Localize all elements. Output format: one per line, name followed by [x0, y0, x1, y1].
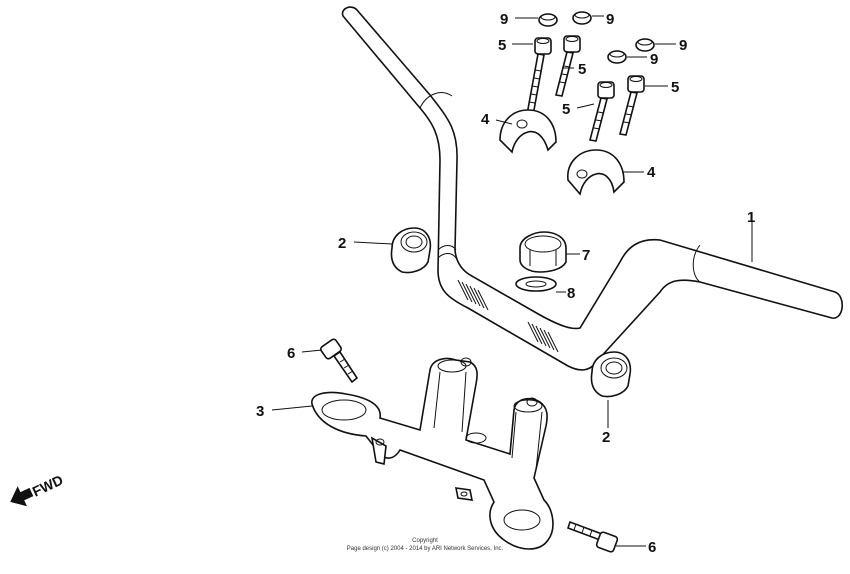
callout-8: 8: [567, 285, 575, 302]
callout-2-a: 2: [338, 235, 346, 252]
bolt-cap-1[interactable]: [538, 13, 558, 27]
callout-9-a: 9: [500, 11, 508, 28]
callout-5-b: 5: [578, 61, 586, 78]
bolt-cap-4[interactable]: [607, 50, 627, 64]
pinch-bolt-lower[interactable]: [566, 520, 619, 553]
callout-5-a: 5: [498, 37, 506, 54]
stem-washer[interactable]: [515, 276, 557, 292]
upper-holder-2[interactable]: [567, 149, 625, 196]
callout-4-b: 4: [647, 164, 656, 181]
stem-nut[interactable]: [519, 231, 567, 273]
fwd-label: FWD: [30, 472, 66, 500]
callout-1: 1: [747, 209, 755, 226]
fwd-indicator: FWD: [10, 472, 66, 507]
bolt-cap-2[interactable]: [572, 11, 592, 25]
callout-4-a: 4: [481, 111, 490, 128]
callout-9-d: 9: [650, 51, 658, 68]
callout-6-a: 6: [287, 345, 295, 362]
copyright-line-1: Copyright: [412, 538, 438, 544]
socket-bolt-3[interactable]: [589, 81, 615, 142]
knurl-zone-left: [457, 279, 489, 311]
callout-2-b: 2: [602, 429, 610, 446]
callout-5-c: 5: [562, 101, 570, 118]
callout-5-d: 5: [671, 79, 679, 96]
callout-labels: 9 9 9 9 5 5 5 5 4 4 1 2 2 7 8 6 6 3: [256, 11, 755, 556]
bolt-cap-3[interactable]: [635, 38, 655, 52]
callout-3: 3: [256, 403, 264, 420]
callout-9-b: 9: [606, 11, 614, 28]
socket-bolt-1[interactable]: [525, 37, 552, 122]
rubber-bushing-right[interactable]: [590, 351, 632, 398]
callout-6-b: 6: [648, 539, 656, 556]
knurl-zone-right: [527, 321, 559, 353]
callout-9-c: 9: [679, 37, 687, 54]
socket-bolt-2[interactable]: [555, 35, 581, 97]
rubber-bushing-left[interactable]: [390, 227, 432, 274]
handlebar[interactable]: [341, 6, 843, 371]
socket-bolt-4[interactable]: [619, 75, 645, 136]
pinch-bolt-upper[interactable]: [319, 338, 359, 384]
arrow-left-down-icon: [10, 486, 34, 507]
top-bridge[interactable]: [311, 357, 554, 550]
callout-7: 7: [582, 247, 590, 264]
leader-lines: [271, 15, 753, 547]
copyright-line-2: Page design (c) 2004 - 2014 by ARI Netwo…: [346, 546, 504, 552]
upper-holder-1[interactable]: [499, 109, 557, 154]
